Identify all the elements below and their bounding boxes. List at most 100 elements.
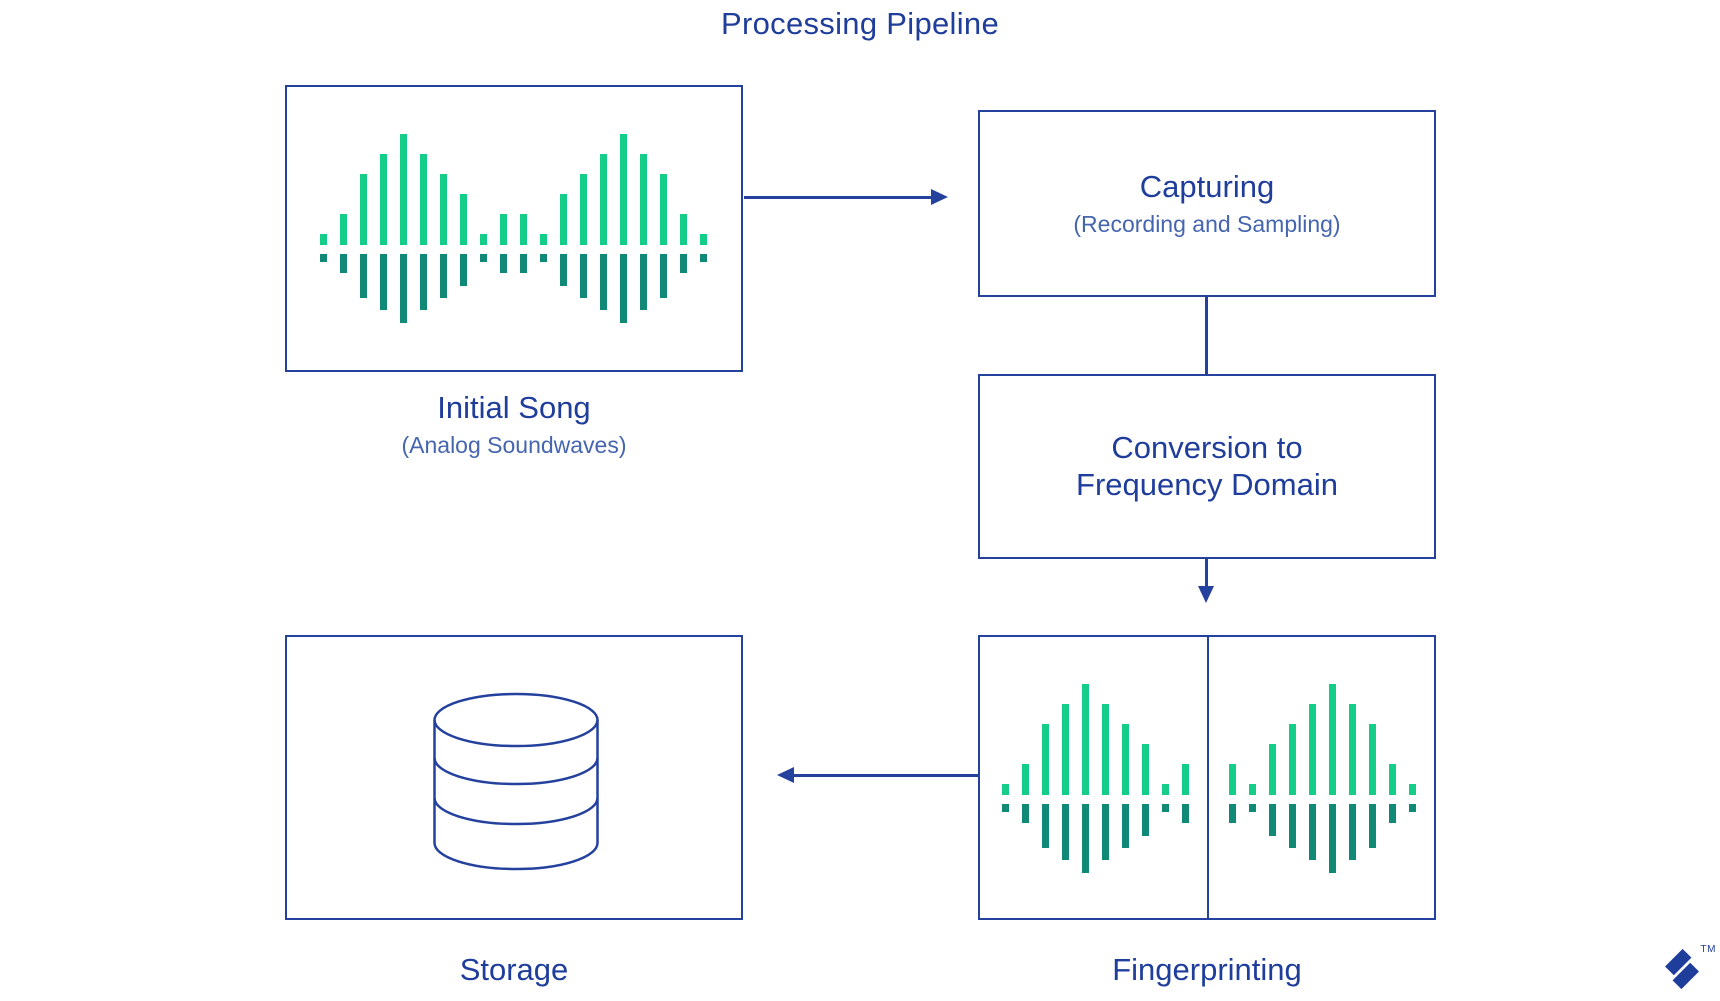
waveform-bar	[1002, 784, 1009, 795]
waveform-bar-reflection	[1022, 804, 1029, 823]
arrow-down-icon	[1198, 586, 1214, 603]
waveform-bar-reflection	[1062, 804, 1069, 860]
waveform-bar-reflection	[1182, 804, 1189, 823]
waveform-bar-reflection	[460, 254, 467, 286]
waveform-bar-reflection	[540, 254, 547, 262]
waveform-bar-reflection	[400, 254, 407, 323]
waveform-bar	[1329, 684, 1336, 795]
waveform-bar	[1309, 704, 1316, 795]
waveform-bar-reflection	[420, 254, 427, 310]
waveform-fingerprint-left	[980, 637, 1434, 918]
waveform-bar-reflection	[480, 254, 487, 262]
initial-song-sublabel: (Analog Soundwaves)	[401, 432, 627, 458]
node-storage	[285, 635, 743, 920]
waveform-bar-reflection	[1102, 804, 1109, 860]
node-conversion: Conversion to Frequency Domain	[978, 374, 1436, 559]
waveform-bar	[520, 214, 527, 245]
trademark-text: TM	[1700, 944, 1716, 955]
waveform-bar	[1249, 784, 1256, 795]
waveform-bar	[420, 154, 427, 245]
waveform-bar-reflection	[1289, 804, 1296, 848]
waveform-bar	[1369, 724, 1376, 795]
waveform-bar	[460, 194, 467, 245]
waveform-bar-reflection	[1229, 804, 1236, 823]
fingerprinting-caption: Fingerprinting	[978, 952, 1436, 988]
waveform-bar-reflection	[440, 254, 447, 298]
fingerprint-divider	[1207, 637, 1209, 918]
waveform-bar	[480, 234, 487, 245]
storage-label: Storage	[459, 952, 569, 987]
waveform-bar	[1162, 784, 1169, 795]
waveform-bar-reflection	[1042, 804, 1049, 848]
waveform-bar-reflection	[500, 254, 507, 273]
waveform-bar-reflection	[380, 254, 387, 310]
waveform-bar-reflection	[680, 254, 687, 273]
waveform-bar-reflection	[640, 254, 647, 310]
arrow-right-icon	[931, 189, 948, 205]
waveform-bar	[380, 154, 387, 245]
page-title: Processing Pipeline	[721, 6, 999, 41]
waveform-bar	[1102, 704, 1109, 795]
fingerprinting-label: Fingerprinting	[1112, 952, 1302, 987]
waveform-bar-reflection	[1269, 804, 1276, 836]
waveform-bar	[400, 134, 407, 245]
storage-caption: Storage	[285, 952, 743, 988]
waveform-bar	[500, 214, 507, 245]
node-fingerprinting	[978, 635, 1436, 920]
waveform-bar	[1389, 764, 1396, 795]
waveform-bar-reflection	[1309, 804, 1316, 860]
waveform-bar	[620, 134, 627, 245]
waveform-bar-reflection	[1249, 804, 1256, 812]
arrow-left-icon	[777, 767, 794, 783]
waveform-bar-reflection	[620, 254, 627, 323]
waveform-bar	[660, 174, 667, 245]
conversion-label-line1: Conversion to	[1111, 429, 1303, 465]
waveform-bar	[540, 234, 547, 245]
connector-capturing-to-conversion	[1205, 297, 1208, 374]
toptal-logo-mark	[1665, 948, 1699, 990]
waveform-bar-reflection	[1162, 804, 1169, 812]
initial-song-caption: Initial Song (Analog Soundwaves)	[285, 390, 743, 459]
waveform-bar-reflection	[660, 254, 667, 298]
capturing-label: Capturing	[1139, 169, 1275, 205]
waveform-bar	[700, 234, 707, 245]
waveform-bar	[1409, 784, 1416, 795]
node-capturing: Capturing (Recording and Sampling)	[978, 110, 1436, 297]
waveform-bar	[600, 154, 607, 245]
waveform-bar	[1269, 744, 1276, 795]
waveform-bar-reflection	[1142, 804, 1149, 836]
waveform-bar-reflection	[1349, 804, 1356, 860]
waveform-bar	[360, 174, 367, 245]
waveform-bar	[560, 194, 567, 245]
waveform-bar-reflection	[1369, 804, 1376, 848]
waveform-bar-reflection	[600, 254, 607, 310]
waveform-bar-reflection	[520, 254, 527, 273]
database-icon	[432, 689, 600, 876]
waveform-bar-reflection	[360, 254, 367, 298]
waveform-bar-reflection	[320, 254, 327, 262]
waveform-fingerprint-right	[980, 637, 1434, 918]
arrow-conversion-to-fingerprint-line	[1205, 559, 1208, 587]
waveform-bar-reflection	[560, 254, 567, 286]
waveform-bar	[1042, 724, 1049, 795]
waveform-bar-reflection	[1122, 804, 1129, 848]
toptal-logo: TM	[1660, 944, 1718, 998]
waveform-bar-reflection	[1389, 804, 1396, 823]
waveform-bar	[1289, 724, 1296, 795]
waveform-bar	[1122, 724, 1129, 795]
waveform-bar	[1229, 764, 1236, 795]
conversion-label-line2: Frequency Domain	[1076, 466, 1338, 502]
waveform-bar	[1142, 744, 1149, 795]
waveform-bar	[320, 234, 327, 245]
waveform-bar-reflection	[700, 254, 707, 262]
waveform-bar-reflection	[580, 254, 587, 298]
waveform-bar	[1022, 764, 1029, 795]
waveform-bar	[680, 214, 687, 245]
waveform-bar	[580, 174, 587, 245]
waveform-bar-reflection	[340, 254, 347, 273]
waveform-initial-song	[287, 87, 741, 370]
arrow-fingerprint-to-storage-line	[794, 774, 978, 777]
waveform-bar	[440, 174, 447, 245]
waveform-bar	[1062, 704, 1069, 795]
